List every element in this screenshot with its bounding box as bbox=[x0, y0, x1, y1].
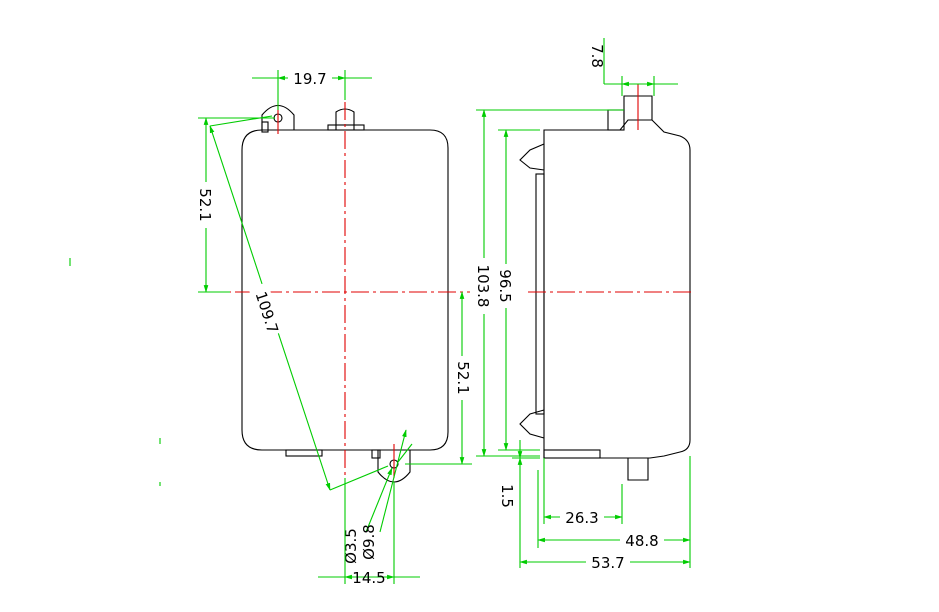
dim-side-top-tab: 7.8 bbox=[588, 44, 606, 68]
side-bottom-post bbox=[627, 458, 649, 481]
dim-diagonal: 109.7 bbox=[252, 289, 282, 335]
top-connector-base bbox=[327, 124, 365, 131]
side-lower-bump bbox=[519, 409, 545, 439]
bottom-flange-right bbox=[371, 449, 381, 459]
side-bottom-foot bbox=[543, 449, 601, 459]
dim-tab-offset: 19.7 bbox=[293, 70, 326, 88]
dim-hole-diameter: Ø3.5 bbox=[342, 528, 360, 564]
side-upper-bump bbox=[519, 143, 545, 171]
dim-tab-diameter: Ø9.8 bbox=[360, 524, 378, 560]
dim-overall-depth: 53.7 bbox=[591, 554, 624, 572]
dim-bottom-tab-offset: 14.5 bbox=[352, 569, 385, 587]
dim-flange-thickness: 1.5 bbox=[498, 484, 516, 508]
dim-body-depth: 48.8 bbox=[625, 532, 658, 550]
front-view bbox=[206, 102, 470, 483]
front-dimensions: 19.7 52.1 109.7 52.1 Ø3.5 Ø9.8 14.5 bbox=[196, 70, 472, 587]
dim-overall-height: 103.8 bbox=[474, 265, 492, 308]
side-dimensions: 7.8 103.8 96.5 1.5 26.3 48.8 bbox=[474, 38, 691, 572]
side-flange-plate bbox=[535, 173, 545, 415]
side-body-outline bbox=[543, 119, 691, 459]
side-view bbox=[519, 84, 692, 481]
dim-lower-half: 52.1 bbox=[454, 361, 472, 394]
dim-upper-half: 52.1 bbox=[196, 188, 214, 221]
dim-front-depth: 26.3 bbox=[565, 509, 598, 527]
side-top-notch bbox=[607, 109, 625, 131]
dim-body-height: 96.5 bbox=[496, 269, 514, 302]
